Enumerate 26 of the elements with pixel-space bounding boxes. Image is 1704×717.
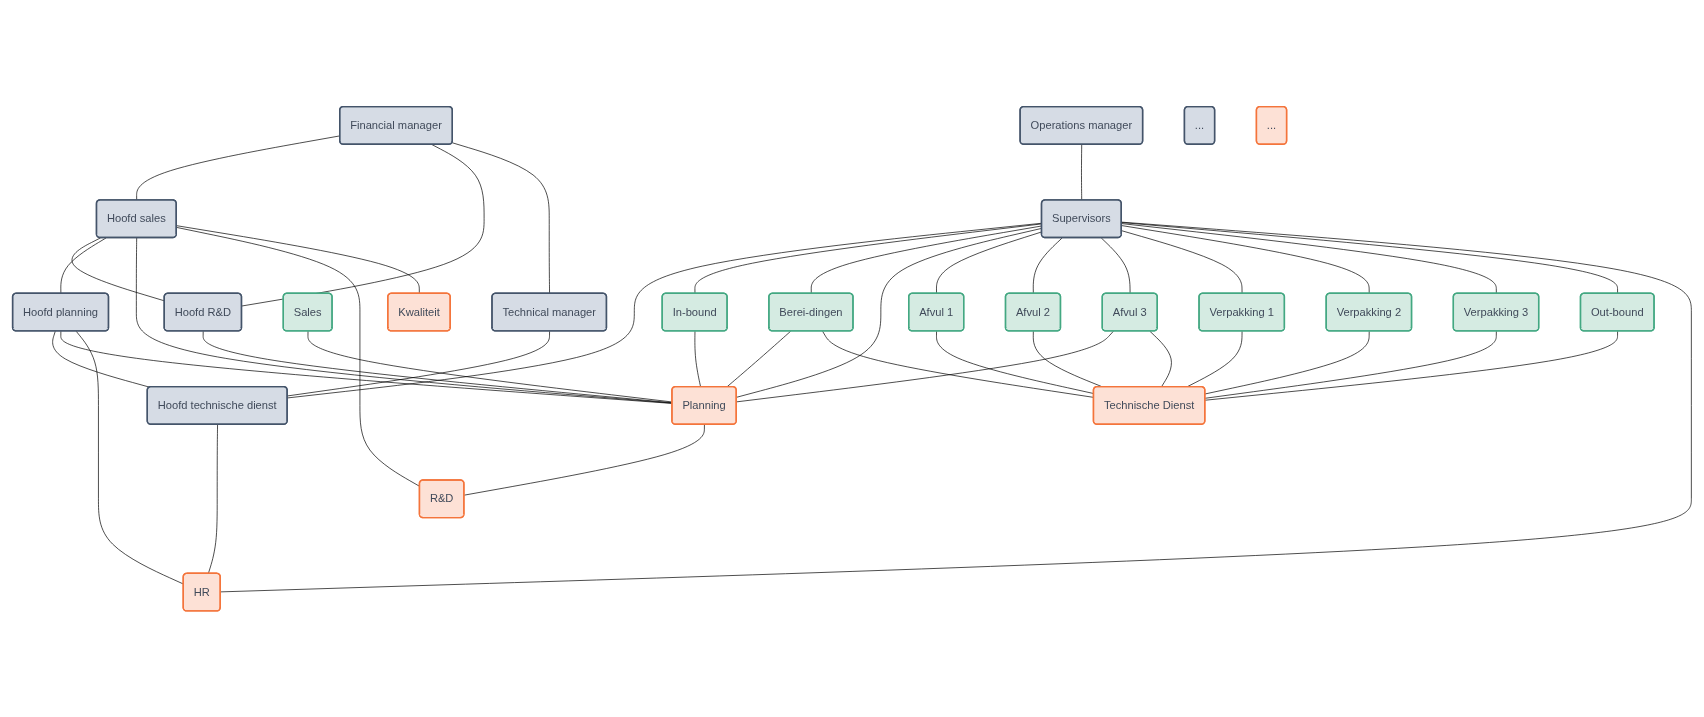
connector	[287, 330, 550, 397]
connector	[1032, 237, 1063, 294]
connector	[726, 330, 791, 388]
connector	[176, 225, 420, 294]
connector	[451, 142, 550, 294]
connector	[1204, 330, 1618, 401]
connector	[1204, 330, 1497, 399]
connector	[207, 423, 218, 574]
connector	[220, 221, 1692, 592]
connector	[176, 226, 421, 487]
connector	[60, 237, 107, 294]
connector	[1204, 330, 1370, 395]
connector	[694, 330, 701, 388]
connector	[736, 330, 1114, 402]
connector	[1121, 222, 1497, 294]
connector	[1121, 221, 1618, 294]
connector	[1121, 224, 1370, 294]
connector	[1081, 143, 1083, 201]
connector	[1100, 237, 1131, 294]
connector	[71, 237, 165, 301]
connector	[1149, 330, 1172, 388]
connector	[1121, 230, 1243, 294]
connector	[241, 143, 485, 307]
connector	[52, 330, 151, 388]
connector	[75, 330, 184, 585]
connector	[463, 423, 705, 496]
